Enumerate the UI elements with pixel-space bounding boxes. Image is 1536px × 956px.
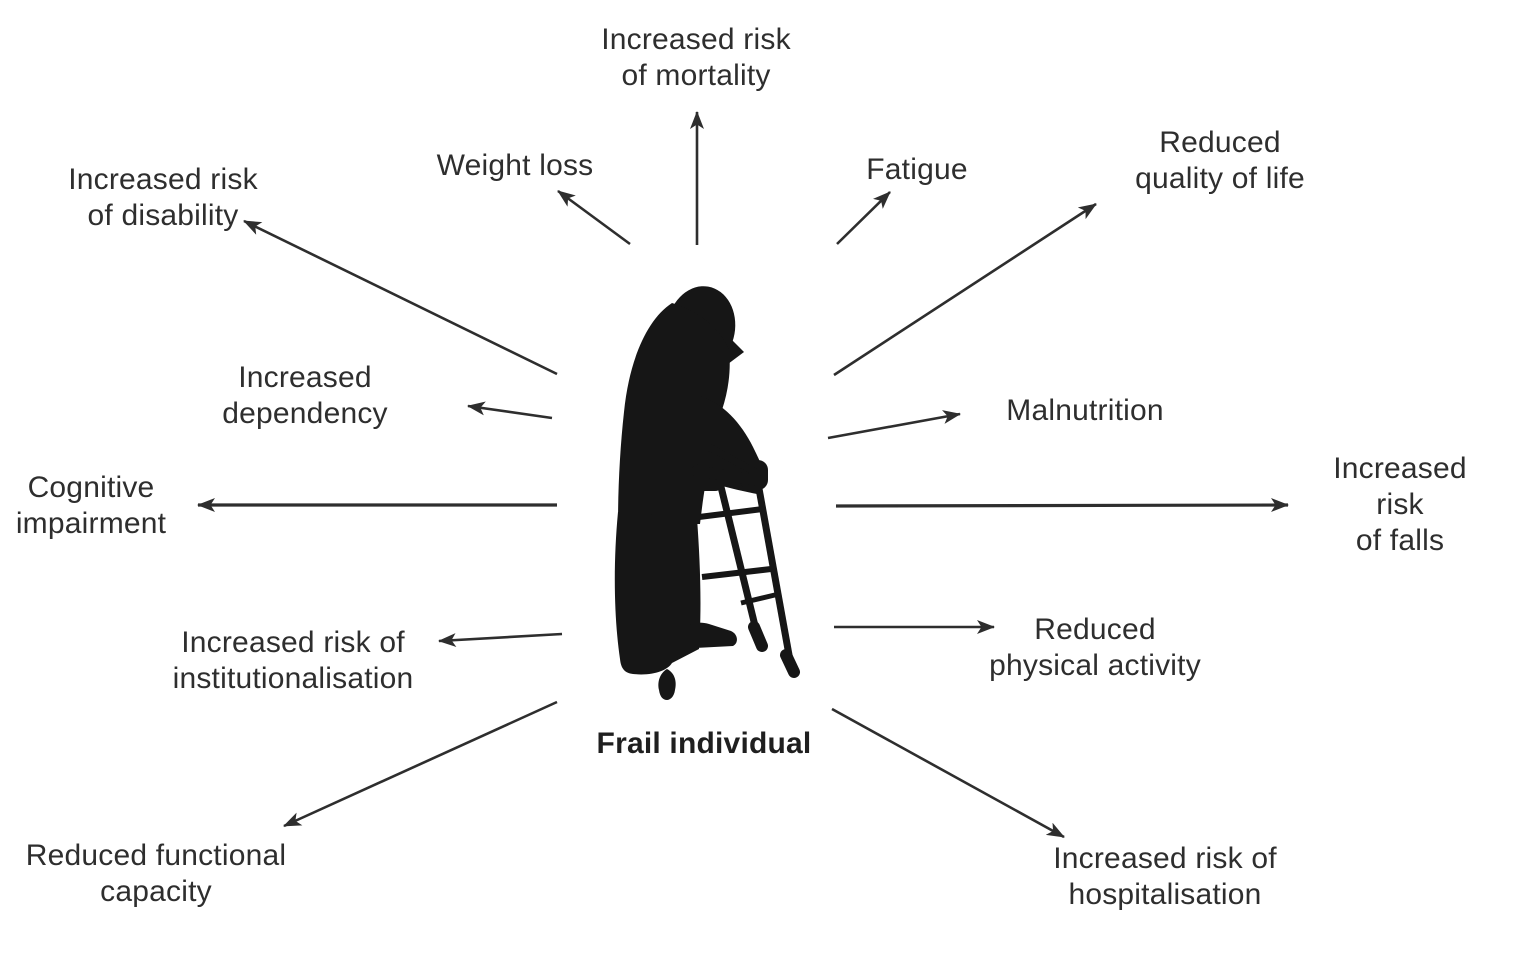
label-increased-risk-of-hospitalisation: Increased risk of hospitalisation	[1053, 842, 1277, 911]
label-increased-risk-of-mortality: Increased risk of mortality	[601, 23, 791, 92]
arrow-disability	[243, 219, 558, 376]
label-reduced-functional-capacity: Reduced functional capacity	[25, 839, 287, 908]
label-weight-loss: Weight loss	[436, 149, 594, 182]
label-reduced-quality-of-life: Reduced quality of life	[1135, 126, 1305, 195]
label-increased-risk-of-disability: Increased risk of disability	[68, 163, 258, 232]
label-increased-risk-of-institutionalisation: Increased risk of institutionalisation	[172, 626, 414, 695]
center-label-frail-individual: Frail individual	[596, 727, 812, 760]
frail-person-icon	[614, 286, 768, 700]
arrow-hospitalisation	[831, 707, 1065, 839]
arrow-weight-loss	[557, 189, 631, 246]
arrow-functional-capacity	[283, 700, 558, 828]
label-fatigue: Fatigue	[866, 153, 968, 186]
label-increased-dependency: Increased dependency	[222, 361, 388, 430]
label-cognitive-impairment: Cognitive impairment	[15, 471, 167, 540]
arrow-falls	[835, 498, 1289, 513]
arrow-malnutrition	[827, 410, 961, 440]
walker-icon	[691, 443, 800, 678]
arrow-quality-of-life	[833, 202, 1097, 377]
label-reduced-physical-activity: Reduced physical activity	[989, 613, 1201, 682]
arrow-institutionalisation	[438, 632, 563, 648]
label-increased-risk-of-falls: Increased risk of falls	[1333, 452, 1467, 557]
label-malnutrition: Malnutrition	[1006, 394, 1164, 427]
arrow-fatigue	[836, 191, 891, 245]
arrow-dependency	[467, 401, 553, 420]
arrow-group	[197, 111, 1289, 839]
